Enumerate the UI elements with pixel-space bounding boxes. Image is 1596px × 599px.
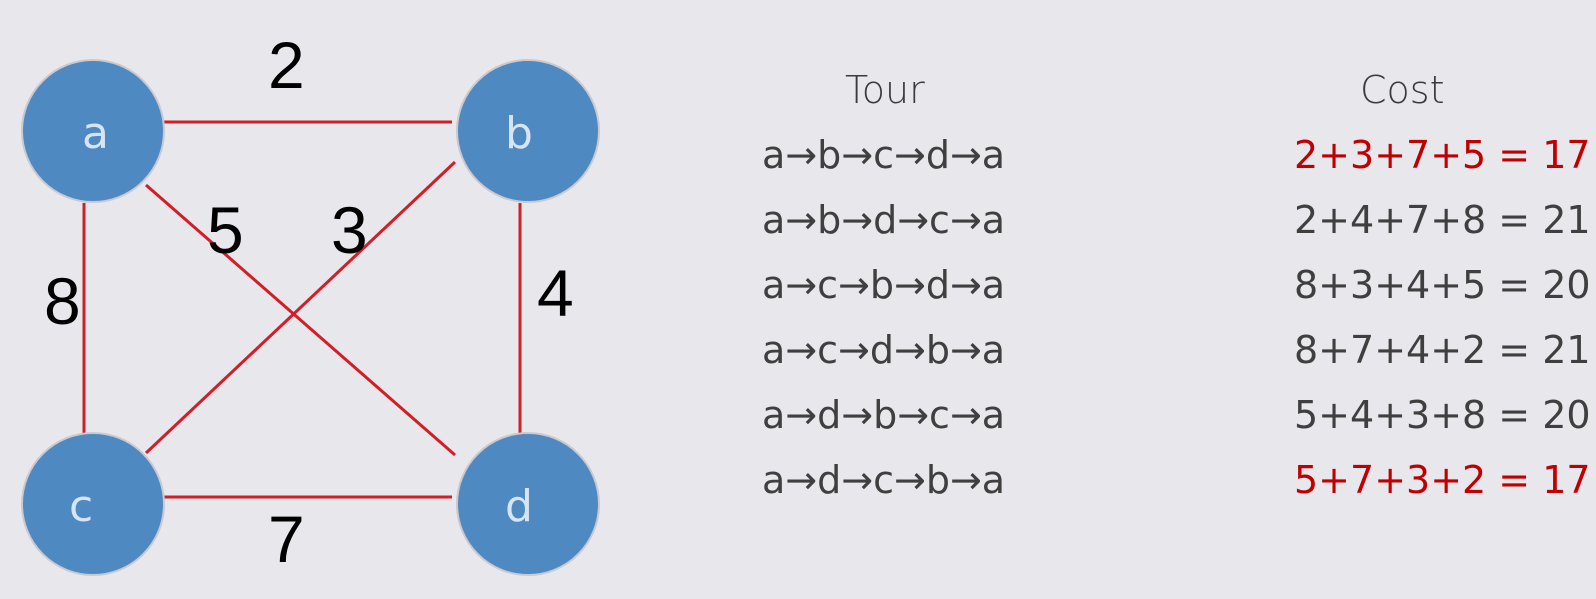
tour-row-1: a→b→c→d→a (762, 133, 1006, 177)
edge-b-c (144, 160, 457, 455)
node-b-label: b (505, 108, 533, 159)
node-d-label: d (505, 481, 533, 532)
edge-a-d (145, 183, 456, 457)
node-c: c (21, 432, 165, 576)
tour-header: Tour (845, 68, 925, 112)
weight-c-d: 7 (268, 502, 305, 576)
weight-b-c: 3 (331, 193, 368, 267)
node-b: b (456, 59, 600, 203)
cost-row-3: 8+3+4+5 = 20 (1294, 263, 1591, 307)
weight-a-b: 2 (268, 28, 305, 102)
cost-row-2: 2+4+7+8 = 21 (1294, 198, 1591, 242)
node-a-label: a (82, 108, 109, 159)
cost-row-6: 5+7+3+2 = 17 (1294, 458, 1591, 502)
cost-row-1: 2+3+7+5 = 17 (1294, 133, 1591, 177)
cost-row-4: 8+7+4+2 = 21 (1294, 328, 1591, 372)
tour-row-3: a→c→b→d→a (762, 263, 1006, 307)
node-d: d (456, 432, 600, 576)
cost-header: Cost (1360, 68, 1445, 112)
weight-b-d: 4 (537, 256, 574, 330)
tour-row-4: a→c→d→b→a (762, 328, 1006, 372)
node-c-label: c (69, 481, 93, 532)
weight-a-c: 8 (44, 264, 81, 338)
weight-a-d: 5 (207, 193, 244, 267)
node-a: a (21, 59, 165, 203)
cost-row-5: 5+4+3+8 = 20 (1294, 393, 1591, 437)
graph-diagram: a b c d 2 8 5 3 4 7 (21, 28, 600, 576)
tour-row-6: a→d→c→b→a (762, 458, 1006, 502)
tour-row-5: a→d→b→c→a (762, 393, 1006, 437)
tour-row-2: a→b→d→c→a (762, 198, 1006, 242)
